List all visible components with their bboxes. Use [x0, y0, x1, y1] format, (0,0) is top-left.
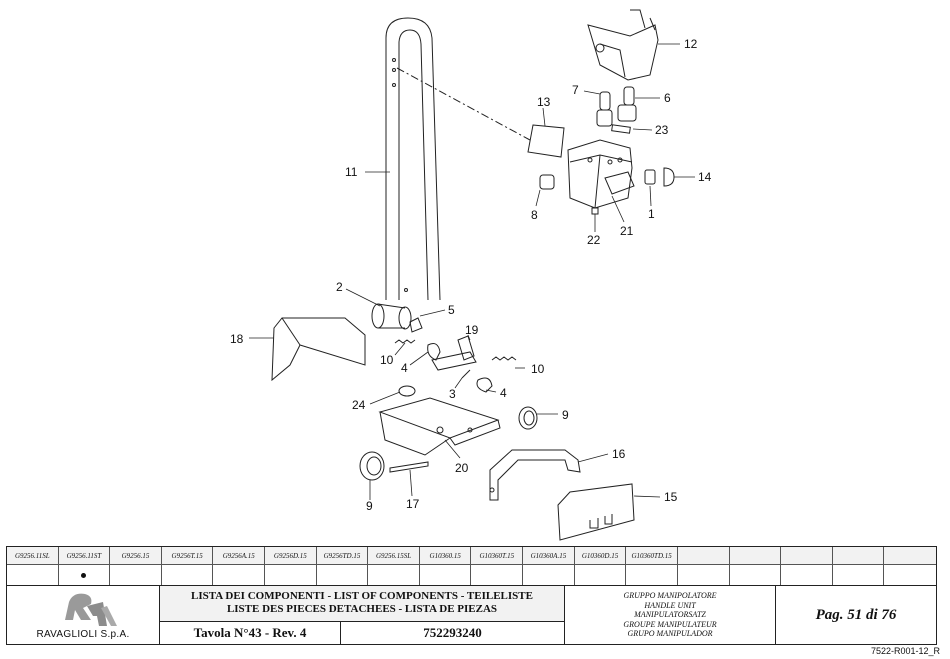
callout-9b: 9 — [366, 499, 373, 513]
model-mark-cell — [110, 565, 162, 585]
callout-6: 6 — [664, 91, 671, 105]
group-name-de: MANIPULATORSATZ — [634, 610, 706, 620]
callout-10b: 10 — [531, 362, 545, 376]
callout-23: 23 — [655, 123, 669, 137]
callout-20: 20 — [455, 461, 469, 475]
callout-22: 22 — [587, 233, 601, 247]
table-number: Tavola N°43 - Rev. 4 — [160, 622, 341, 644]
pedal-part — [431, 335, 477, 371]
model-header: G9256.11ST — [58, 547, 111, 565]
callout-2: 2 — [336, 280, 343, 294]
model-header — [781, 547, 833, 565]
callout-16: 16 — [612, 447, 626, 461]
model-mark-cell — [575, 565, 627, 585]
model-header: G9256.11SL — [7, 547, 59, 565]
shield-part — [489, 449, 581, 501]
model-header: G10360D.15 — [574, 547, 627, 565]
model-mark-cell — [730, 565, 782, 585]
model-mark-cell — [368, 565, 420, 585]
model-mark-cell — [317, 565, 369, 585]
model-mark-cell — [626, 565, 678, 585]
model-header: G9256.15SL — [368, 547, 420, 565]
group-name-en: HANDLE UNIT — [644, 600, 696, 610]
callout-13: 13 — [537, 95, 551, 109]
document-code: 7522-R001-12_R — [870, 646, 940, 656]
model-mark-cell — [678, 565, 730, 585]
model-mark-cell — [265, 565, 317, 585]
company-name: RAVAGLIOLI S.p.A. — [36, 629, 130, 640]
model-mark-cell — [59, 565, 111, 585]
group-name-es: GRUPO MANIPULADOR — [627, 629, 713, 639]
callout-18: 18 — [230, 332, 244, 346]
callout-5: 5 — [448, 303, 455, 317]
model-applicability-table: G9256.11SL G9256.11ST G9256.15 G9256T.15… — [6, 546, 937, 586]
group-name-it: GRUPPO MANIPOLATORE — [623, 591, 717, 601]
model-mark-cell — [7, 565, 59, 585]
callout-4b: 4 — [500, 386, 507, 400]
model-header — [884, 547, 936, 565]
logo-area: RAVAGLIOLI S.p.A. — [7, 586, 160, 644]
model-header: G9256TD.15 — [316, 547, 369, 565]
callout-12: 12 — [684, 37, 698, 51]
model-header: G9256T.15 — [161, 547, 214, 565]
model-header: G10360A.15 — [523, 547, 575, 565]
callout-8: 8 — [531, 208, 538, 222]
group-name: GRUPPO MANIPOLATORE HANDLE UNIT MANIPULA… — [565, 586, 776, 644]
list-title-line-1: LISTA DEI COMPONENTI - LIST OF COMPONENT… — [191, 590, 533, 602]
part-code: 752293240 — [423, 625, 482, 640]
cover-part — [587, 9, 659, 81]
page-number: Pag. 51 di 76 — [815, 606, 897, 623]
model-header — [832, 547, 885, 565]
rear-guard-part — [557, 483, 635, 541]
callout-15: 15 — [664, 490, 678, 504]
callout-1: 1 — [648, 207, 655, 221]
valve-housing-part — [567, 139, 635, 209]
model-header: G9256A.15 — [213, 547, 266, 565]
base-frame-part — [378, 397, 501, 456]
cylinder-part — [371, 303, 412, 330]
model-header: G9256D.15 — [265, 547, 317, 565]
list-title-line-2: LISTE DES PIECES DETACHEES - LISTA DE PI… — [226, 603, 498, 615]
pedal-guard-part — [271, 317, 366, 382]
plunger-parts — [596, 86, 637, 127]
model-mark-cell — [162, 565, 214, 585]
plate-part — [527, 124, 565, 158]
handle-tube-part — [385, 17, 441, 301]
callout-3: 3 — [449, 387, 456, 401]
model-header: G10360TD.15 — [626, 547, 678, 565]
title-block: RAVAGLIOLI S.p.A. LISTA DEI COMPONENTI -… — [6, 586, 937, 645]
model-header: G9256.15 — [110, 547, 162, 565]
model-mark-cell — [523, 565, 575, 585]
model-mark-cell — [471, 565, 524, 585]
callout-7: 7 — [572, 83, 579, 97]
callout-4a: 4 — [401, 361, 408, 375]
model-mark-cell — [420, 565, 472, 585]
model-mark-cell — [833, 565, 885, 585]
model-mark-cell — [213, 565, 266, 585]
callout-17: 17 — [406, 497, 420, 511]
ravaglioli-logo-icon — [65, 593, 117, 626]
applicable-dot-icon — [81, 572, 87, 578]
exploded-parts-drawing: 12 7 6 13 23 11 14 8 1 22 21 2 5 18 19 1… — [230, 9, 712, 541]
callout-19: 19 — [465, 323, 479, 337]
model-header — [677, 547, 730, 565]
callout-10a: 10 — [380, 353, 394, 367]
callout-21: 21 — [620, 224, 634, 238]
callout-11: 11 — [345, 165, 358, 179]
wheel-part — [359, 406, 538, 481]
group-name-fr: GROUPE MANIPULATEUR — [623, 619, 717, 629]
list-of-components-title: LISTA DEI COMPONENTI - LIST OF COMPONENT… — [160, 586, 564, 622]
model-header: G10360.15 — [419, 547, 472, 565]
model-mark-cell — [884, 565, 936, 585]
callout-9a: 9 — [562, 408, 569, 422]
model-header: G10360T.15 — [471, 547, 524, 565]
callout-14: 14 — [698, 170, 712, 184]
model-mark-cell — [781, 565, 833, 585]
callout-24: 24 — [352, 398, 366, 412]
model-header — [729, 547, 782, 565]
list-title-area: LISTA DEI COMPONENTI - LIST OF COMPONENT… — [160, 586, 565, 644]
